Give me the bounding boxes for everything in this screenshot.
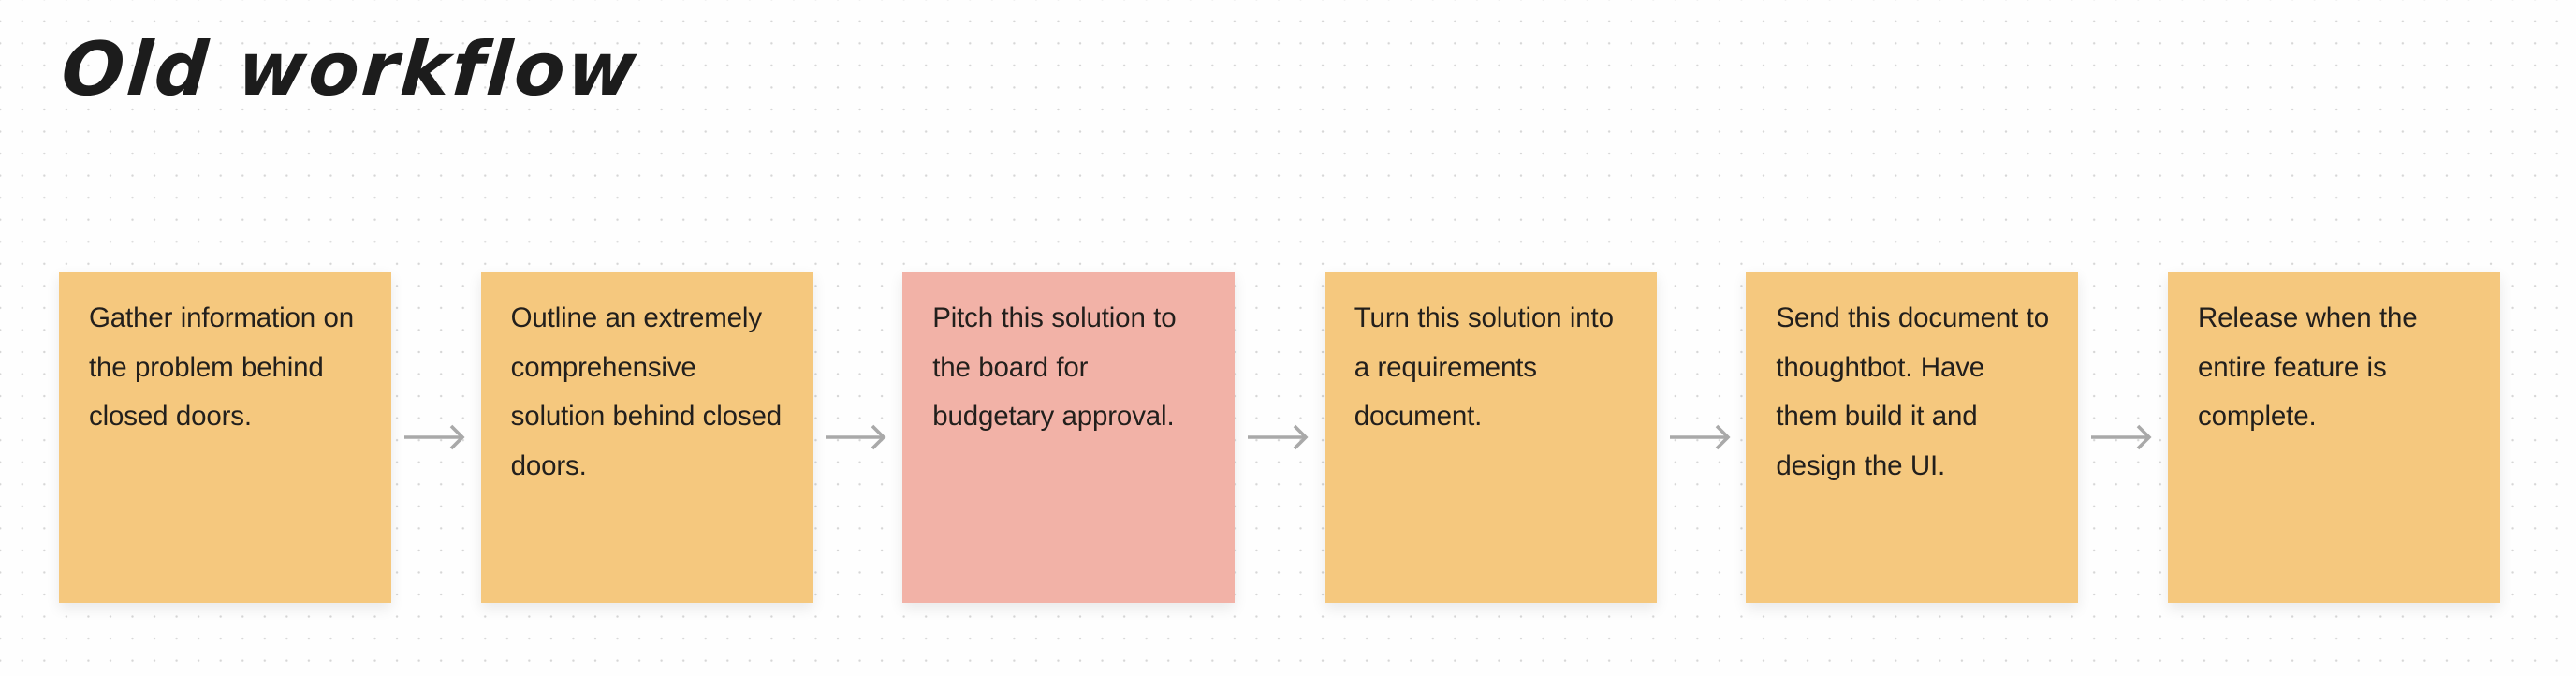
workflow-connector-4 <box>1657 272 1747 603</box>
workflow-flow: Gather information on the problem behind… <box>59 272 2500 603</box>
workflow-step-text-2: Outline an extremely comprehensive solut… <box>510 302 783 481</box>
workflow-connector-5 <box>2078 272 2168 603</box>
arrow-right-icon <box>1669 423 1734 451</box>
workflow-step-card-1[interactable]: Gather information on the problem behind… <box>59 272 391 603</box>
workflow-step-card-6[interactable]: Release when the entire feature is compl… <box>2167 272 2500 603</box>
arrow-right-icon <box>826 423 889 451</box>
workflow-step-card-4[interactable]: Turn this solution into a requirements d… <box>1324 272 1657 603</box>
workflow-step-card-2[interactable]: Outline an extremely comprehensive solut… <box>480 272 813 603</box>
workflow-step-card-3[interactable]: Pitch this solution to the board for bud… <box>902 272 1236 603</box>
workflow-step-text-3: Pitch this solution to the board for bud… <box>932 302 1177 432</box>
arrow-right-icon <box>2091 423 2155 451</box>
workflow-step-text-1: Gather information on the problem behind… <box>89 302 354 432</box>
workflow-step-card-5[interactable]: Send this document to thoughtbot. Have t… <box>1746 272 2079 603</box>
arrow-right-icon <box>1247 423 1311 451</box>
workflow-connector-2 <box>813 272 903 603</box>
workflow-connector-3 <box>1235 272 1325 603</box>
arrow-right-icon <box>403 423 468 451</box>
workflow-connector-1 <box>391 272 481 603</box>
workflow-step-text-5: Send this document to thoughtbot. Have t… <box>1776 302 2049 481</box>
page-title: Old workflow <box>58 26 641 112</box>
workflow-step-text-6: Release when the entire feature is compl… <box>2197 302 2418 432</box>
workflow-step-text-4: Turn this solution into a requirements d… <box>1354 302 1614 432</box>
